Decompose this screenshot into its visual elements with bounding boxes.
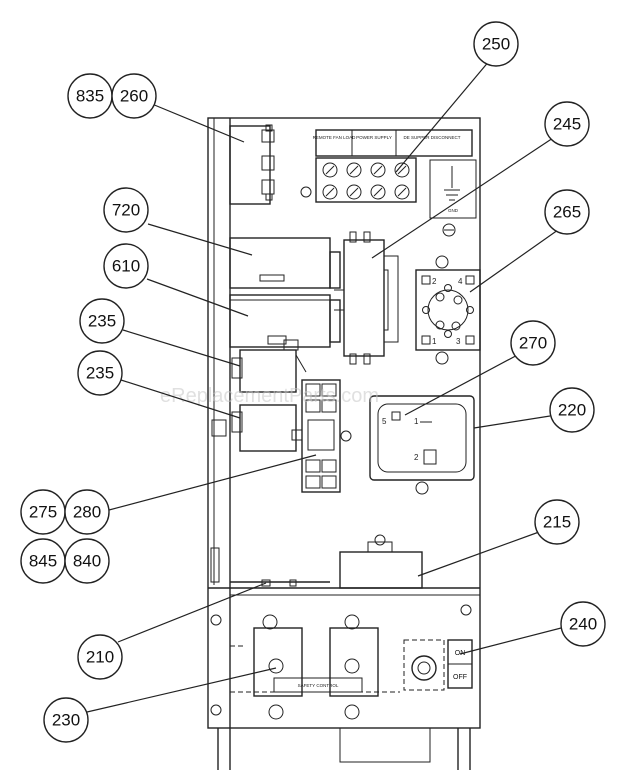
safety-controls-230: SAFETY CONTROL xyxy=(210,614,400,720)
callout-235-upper-label: 235 xyxy=(88,312,116,331)
terminal-header-1: REMOTE FAN LOAD xyxy=(313,135,357,140)
callout-270: 270 xyxy=(510,320,556,366)
callout-835-label: 835 xyxy=(76,87,104,106)
terminal-screw-slot xyxy=(325,187,335,197)
switch-num-1: 1 xyxy=(414,417,419,426)
callout-250-label: 250 xyxy=(482,35,510,54)
callout-220-label: 220 xyxy=(558,401,586,420)
relay-num-4: 4 xyxy=(458,277,463,286)
callout-210: 210 xyxy=(77,634,123,680)
relay-num-1: 1 xyxy=(432,337,437,346)
callout-270-label: 270 xyxy=(519,334,547,353)
terminal-strip-275-280 xyxy=(301,379,352,493)
safety-control-label: SAFETY CONTROL xyxy=(298,683,339,688)
terminal-header-2: POWER SUPPLY xyxy=(356,135,392,140)
callout-240: 240 xyxy=(560,601,606,647)
relay-num-2: 2 xyxy=(432,277,437,286)
callout-280-label: 280 xyxy=(73,503,101,522)
callout-275-label: 275 xyxy=(29,503,57,522)
callout-215: 215 xyxy=(534,499,580,545)
callout-845-label: 845 xyxy=(29,552,57,571)
callout-235-lower: 235 xyxy=(77,350,123,396)
callout-275: 275 xyxy=(20,489,66,535)
terminal-screw xyxy=(346,184,362,200)
terminal-screw xyxy=(370,162,386,178)
callout-260: 260 xyxy=(111,73,157,119)
terminal-mount-screw xyxy=(300,186,312,198)
watermark: eReplacementParts.com xyxy=(160,385,379,407)
on-off-switch-240: ON OFF xyxy=(403,604,473,691)
callout-215-label: 215 xyxy=(543,513,571,532)
relay-235-upper xyxy=(231,339,307,393)
callout-235-lower-label: 235 xyxy=(86,364,114,383)
callout-245-label: 245 xyxy=(553,115,581,134)
terminal-screw-slot xyxy=(349,165,359,175)
callout-240-label: 240 xyxy=(569,615,597,634)
panel-outline xyxy=(207,117,481,770)
callout-610: 610 xyxy=(103,243,149,289)
terminal-screw xyxy=(394,162,410,178)
top-left-component xyxy=(229,124,275,205)
relay-num-3: 3 xyxy=(456,337,461,346)
callout-610-label: 610 xyxy=(112,257,140,276)
terminal-screw-slot xyxy=(373,187,383,197)
socket-relay-265: 2 4 1 3 xyxy=(415,255,481,365)
component-610 xyxy=(229,294,341,348)
callout-845: 845 xyxy=(20,538,66,584)
callout-265: 265 xyxy=(544,189,590,235)
callout-245: 245 xyxy=(544,101,590,147)
callout-230: 230 xyxy=(43,697,89,743)
callout-250: 250 xyxy=(473,21,519,67)
callout-220: 220 xyxy=(549,387,595,433)
callouts: 835 260 250 245 720 265 610 235 xyxy=(20,21,606,743)
ground-label: GND xyxy=(448,208,459,213)
callout-720-label: 720 xyxy=(112,201,140,220)
relay-245 xyxy=(334,231,399,365)
callout-840: 840 xyxy=(64,538,110,584)
terminal-screw-slot xyxy=(349,187,359,197)
capacitor-215 xyxy=(339,534,423,589)
terminal-block: REMOTE FAN LOAD POWER SUPPLY DE SUPPER D… xyxy=(300,129,477,237)
callout-265-label: 265 xyxy=(553,203,581,222)
switch-num-5: 5 xyxy=(382,417,387,426)
callout-230-label: 230 xyxy=(52,711,80,730)
bracket-210 xyxy=(230,579,330,587)
terminal-screw xyxy=(322,184,338,200)
terminal-screw-slot xyxy=(397,165,407,175)
terminal-screw-slot xyxy=(373,165,383,175)
terminal-screw-slot xyxy=(325,165,335,175)
switch-off-label: OFF xyxy=(453,674,467,681)
terminal-screw-slot xyxy=(397,187,407,197)
callout-835: 835 xyxy=(67,73,113,119)
callout-720: 720 xyxy=(103,187,149,233)
callout-260-label: 260 xyxy=(120,87,148,106)
callout-280: 280 xyxy=(64,489,110,535)
callout-840-label: 840 xyxy=(73,552,101,571)
callout-210-label: 210 xyxy=(86,648,114,667)
terminal-screw xyxy=(394,184,410,200)
switch-box-220: 5 1 2 xyxy=(369,395,475,495)
leader-lines xyxy=(86,59,566,713)
terminal-header-3: DE SUPPER DISCONNECT xyxy=(403,135,460,140)
terminal-screw xyxy=(322,162,338,178)
callout-235-upper: 235 xyxy=(79,298,125,344)
switch-num-2: 2 xyxy=(414,453,419,462)
component-720 xyxy=(229,237,341,289)
terminal-screw xyxy=(346,162,362,178)
terminal-screw xyxy=(370,184,386,200)
relay-235-lower xyxy=(231,404,303,452)
